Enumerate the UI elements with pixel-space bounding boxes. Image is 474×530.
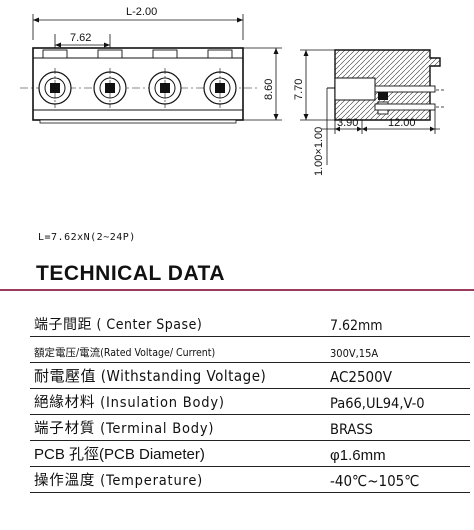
title-rule [0, 289, 474, 291]
spec-row-insulation: 絕緣材料 (Insulation Body) Pa66,UL94,V-0 [30, 389, 470, 415]
spec-label: 端子材質 (Terminal Body) [34, 421, 215, 437]
front-view [20, 47, 258, 124]
side-view [327, 49, 446, 121]
spec-value: AC2500V [330, 368, 392, 386]
dim-height-side-text: 7.70 [293, 79, 305, 100]
spec-row-terminal: 端子材質 (Terminal Body) BRASS [30, 415, 470, 441]
dim-pitch-text: 7.62 [70, 32, 91, 44]
spec-value: -40℃~105℃ [330, 472, 420, 490]
terminal-3 [148, 68, 182, 108]
dim-pitch: 7.62 [54, 32, 111, 55]
terminal-2 [93, 68, 127, 108]
spec-row-pcb-diameter: PCB 孔徑(PCB Diameter) φ1.6mm [30, 441, 470, 467]
spec-value: BRASS [330, 422, 373, 438]
spec-label: 額定電压/電流(Rated Voltage/ Current) [34, 347, 216, 359]
spec-value: φ1.6mm [330, 447, 386, 464]
spec-row-withstanding: 耐電壓值 (Withstanding Voltage) AC2500V [30, 363, 470, 389]
spec-value: 7.62mm [330, 318, 383, 334]
terminal-4 [203, 68, 237, 108]
dim-pin-offset-text: 3.90 [337, 117, 358, 129]
dim-pin-length-text: 12.00 [388, 117, 416, 129]
spec-label: PCB 孔徑(PCB Diameter) [34, 446, 205, 463]
spec-row-temperature: 操作溫度 (Temperature) -40℃~105℃ [30, 467, 470, 493]
spec-value: 300V,15A [330, 347, 379, 360]
spec-table: 端子間距 ( Center Spase) 7.62mm 額定電压/電流(Rate… [30, 311, 470, 493]
spec-label: 操作溫度 (Temperature) [34, 473, 204, 489]
spec-row-center-spacing: 端子間距 ( Center Spase) 7.62mm [30, 311, 470, 337]
section-title: TECHNICAL DATA [36, 262, 225, 285]
dim-height-front-text: 8.60 [263, 79, 275, 100]
spec-label: 端子間距 ( Center Spase) [34, 317, 203, 333]
dim-height-front: 8.60 [243, 47, 282, 121]
connector-drawing: L-2.00 7.62 [20, 6, 446, 176]
spec-row-rated: 額定電压/電流(Rated Voltage/ Current) 300V,15A [30, 337, 470, 363]
dim-overall-length-text: L-2.00 [126, 6, 157, 18]
terminal-1 [38, 68, 72, 108]
length-formula: L=7.62xN(2~24P) [38, 232, 136, 243]
spec-label: 絕緣材料 (Insulation Body) [34, 395, 225, 411]
dim-pin: 3.90 12.00 1.00×1.00 [313, 88, 440, 176]
dim-overall-length: L-2.00 [32, 6, 244, 40]
dim-pin-size-text: 1.00×1.00 [313, 127, 325, 176]
spec-label: 耐電壓值 (Withstanding Voltage) [34, 367, 267, 385]
spec-value: Pa66,UL94,V-0 [330, 396, 425, 412]
dim-height-side: 7.70 [293, 49, 335, 121]
